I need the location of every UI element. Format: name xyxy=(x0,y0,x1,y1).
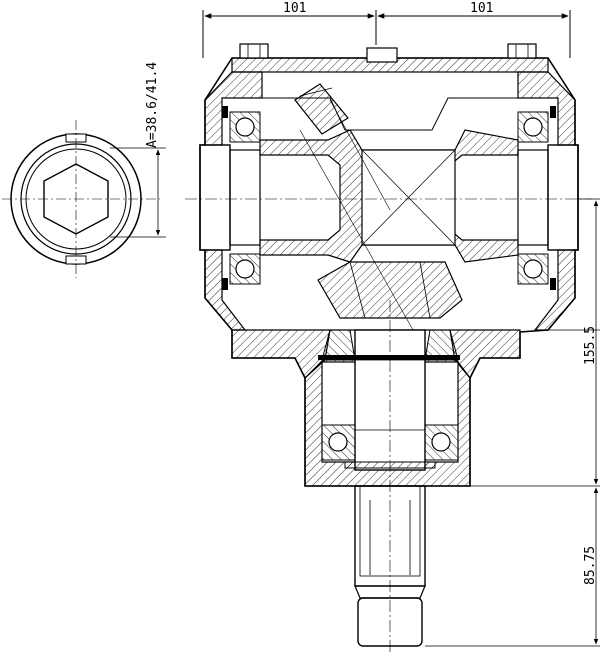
shaft-bearings xyxy=(222,106,556,290)
dim-vertical-height: 155.5 xyxy=(583,326,598,365)
right-dimensions: 155.5 85.75 xyxy=(425,198,600,647)
dim-top-right: 101 xyxy=(470,1,493,16)
bevel-gears xyxy=(294,83,463,361)
vertical-shaft xyxy=(304,329,471,487)
dim-shaft-diameter: A=38.6/41.4 xyxy=(145,62,160,148)
dim-output-shaft: 85.75 xyxy=(583,546,598,585)
output-shaft xyxy=(354,300,426,652)
dim-top-left: 101 xyxy=(283,1,306,16)
top-dimensions: 101 101 xyxy=(202,1,571,58)
horizontal-shaft xyxy=(185,129,592,263)
end-view: A=38.6/41.4 xyxy=(2,62,166,278)
